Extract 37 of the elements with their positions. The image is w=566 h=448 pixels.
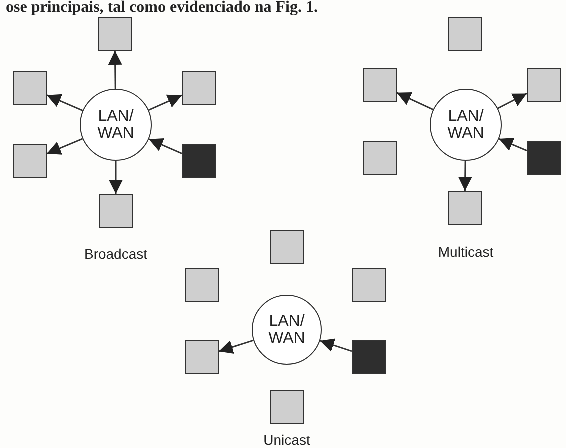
host-square bbox=[99, 194, 133, 228]
host-square bbox=[527, 68, 561, 102]
arrow bbox=[320, 338, 352, 352]
host-square bbox=[182, 71, 216, 105]
host-square bbox=[448, 191, 482, 225]
arrow bbox=[46, 94, 84, 112]
arrow bbox=[396, 92, 434, 110]
arrow bbox=[109, 161, 123, 194]
host-square bbox=[448, 17, 482, 51]
host-square bbox=[363, 141, 397, 175]
host-square bbox=[352, 340, 386, 374]
network-label: LAN/ WAN bbox=[268, 313, 306, 347]
host-square bbox=[270, 230, 304, 264]
host-square bbox=[363, 68, 397, 102]
diagram-caption: Multicast bbox=[438, 244, 494, 260]
arrow bbox=[458, 160, 472, 191]
host-square bbox=[185, 340, 219, 374]
network-label: LAN/ WAN bbox=[446, 108, 486, 142]
arrow bbox=[108, 50, 122, 89]
arrow bbox=[148, 94, 182, 112]
host-square bbox=[182, 144, 216, 178]
network-label: LAN/ WAN bbox=[96, 108, 136, 142]
host-square bbox=[270, 390, 304, 424]
body-text: ose principais, tal como evidenciado na Fig. 1. bbox=[6, 0, 318, 17]
arrow bbox=[46, 138, 84, 155]
arrow bbox=[498, 138, 528, 152]
host-square bbox=[185, 268, 219, 302]
diagram-caption: Unicast bbox=[264, 432, 310, 448]
host-square bbox=[13, 71, 47, 105]
host-square bbox=[98, 17, 132, 51]
host-square bbox=[527, 141, 561, 175]
arrow bbox=[498, 93, 528, 110]
arrow bbox=[218, 340, 254, 354]
arrow bbox=[148, 138, 182, 154]
host-square bbox=[13, 144, 47, 178]
host-square bbox=[352, 268, 386, 302]
diagram-caption: Broadcast bbox=[84, 246, 148, 262]
